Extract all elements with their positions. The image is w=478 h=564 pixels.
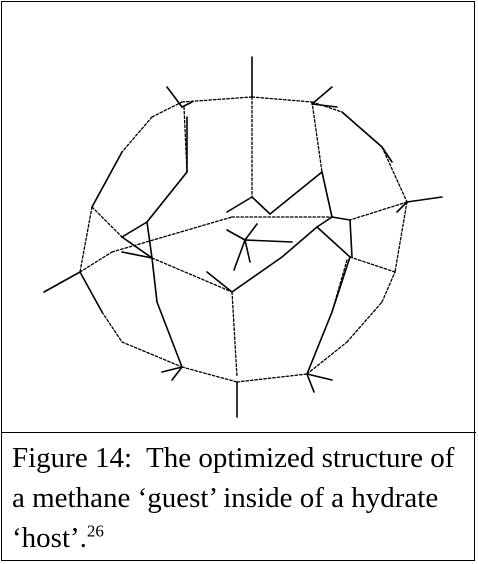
figure-caption: Figure 14: The optimized structure of a … [12,438,467,558]
caption-text: The optimized structure of a methane ‘gu… [12,442,455,554]
methane-guest-molecule [226,223,293,271]
clathrate-cage-diagram [43,56,443,418]
covalent-bonds [43,56,443,418]
figure-image-panel [2,2,476,433]
citation-reference: 26 [86,521,104,541]
caption-label: Figure 14: [12,442,133,474]
